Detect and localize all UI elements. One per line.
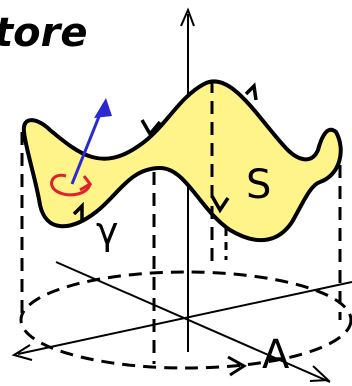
ellipse-direction-arrow <box>227 355 247 377</box>
boundary-arrow-4 <box>72 201 84 220</box>
floor-axis-1 <box>55 261 331 383</box>
orientation-circle-head <box>79 175 93 192</box>
vertical-axis-head <box>180 7 195 27</box>
area-label: A <box>262 332 290 378</box>
orientation-circle <box>50 173 92 197</box>
title-fragment: tore <box>0 10 87 56</box>
normal-vector-head <box>94 98 112 118</box>
surface-label: S <box>246 162 271 208</box>
boundary-arrow-1 <box>140 119 162 138</box>
floor-axis-1-head <box>309 365 331 382</box>
curve-label: γ <box>96 209 119 253</box>
base-region-ellipse <box>19 270 352 370</box>
boundary-arrow-3 <box>210 195 230 214</box>
floor-axis-2-head <box>11 344 33 361</box>
floor-axis-2 <box>17 281 352 355</box>
surface-s <box>21 79 343 242</box>
boundary-arrow-2 <box>244 82 258 101</box>
